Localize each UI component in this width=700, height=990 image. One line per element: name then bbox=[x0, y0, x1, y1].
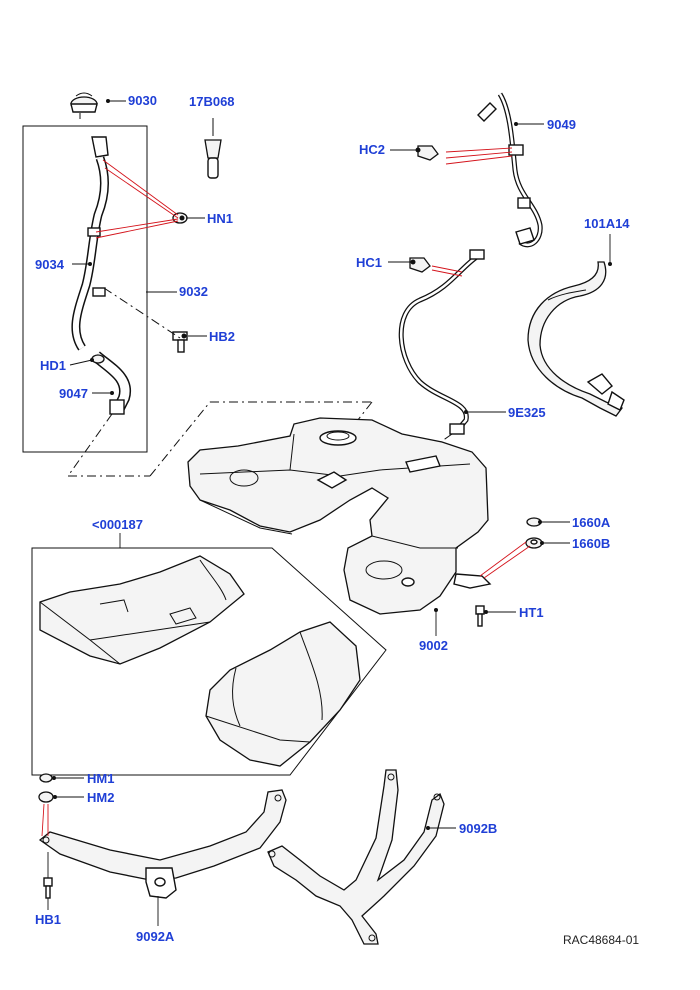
callout-hd1: HD1 bbox=[40, 358, 67, 373]
callout-hn1: HN1 bbox=[207, 211, 234, 226]
callout-9049: 9049 bbox=[547, 117, 576, 132]
strap-9092b-part bbox=[267, 769, 445, 945]
vapour-line-part bbox=[477, 92, 543, 248]
fuel-tank-part bbox=[187, 417, 492, 615]
bolt-hb2-part bbox=[172, 331, 188, 353]
right-upper-leaders bbox=[388, 122, 612, 414]
callout-9030: 9030 bbox=[128, 93, 157, 108]
bolt-ht1-part bbox=[475, 605, 488, 627]
callout-ht1: HT1 bbox=[519, 605, 544, 620]
callout-9e325: 9E325 bbox=[508, 405, 546, 420]
callout-9092a: 9092A bbox=[136, 929, 175, 944]
callout-1660a: 1660A bbox=[572, 515, 611, 530]
hm1-part bbox=[39, 773, 56, 783]
hose-part bbox=[92, 351, 132, 415]
callout-9092b: 9092B bbox=[459, 821, 498, 836]
callout-hm1: HM1 bbox=[87, 771, 115, 786]
clip-hc2-part bbox=[415, 145, 439, 161]
callout-17b068: 17B068 bbox=[189, 94, 235, 109]
callout-hm2: HM2 bbox=[87, 790, 115, 805]
callout-9002: 9002 bbox=[419, 638, 448, 653]
fuel-cap-part bbox=[70, 92, 98, 119]
heat-shield-part bbox=[527, 261, 625, 417]
hb1-part bbox=[43, 877, 53, 899]
left-leaders bbox=[67, 99, 373, 477]
diagram-reference-code: RAC48684-01 bbox=[563, 933, 640, 947]
callout-hb2: HB2 bbox=[209, 329, 236, 344]
callout-hc1: HC1 bbox=[356, 255, 383, 270]
insulation-pad-upper-part bbox=[39, 555, 245, 665]
nut-1660a-part bbox=[526, 517, 542, 527]
callout-9047: 9047 bbox=[59, 386, 88, 401]
callout-9032: 9032 bbox=[179, 284, 208, 299]
callout-1660b: 1660B bbox=[572, 536, 611, 551]
clip-hc1-part bbox=[409, 257, 431, 273]
callout-9034: 9034 bbox=[35, 257, 64, 272]
hm2-part bbox=[38, 791, 57, 803]
callout-hb1: HB1 bbox=[35, 912, 62, 927]
washer-1660b-part bbox=[525, 537, 544, 549]
strap-leaders bbox=[41, 777, 456, 926]
insulation-pad-lower-part bbox=[205, 621, 361, 767]
breather-tube-part bbox=[204, 118, 222, 179]
clip-hd1-part bbox=[91, 354, 105, 364]
strap-9092a-part bbox=[38, 789, 287, 899]
callout-hc2: HC2 bbox=[359, 142, 386, 157]
filler-pipe-part bbox=[71, 136, 109, 351]
feed-line-part bbox=[398, 249, 485, 435]
tank-leaders bbox=[119, 521, 570, 636]
callout-000187: <000187 bbox=[92, 517, 143, 532]
callout-101a14: 101A14 bbox=[584, 216, 630, 231]
